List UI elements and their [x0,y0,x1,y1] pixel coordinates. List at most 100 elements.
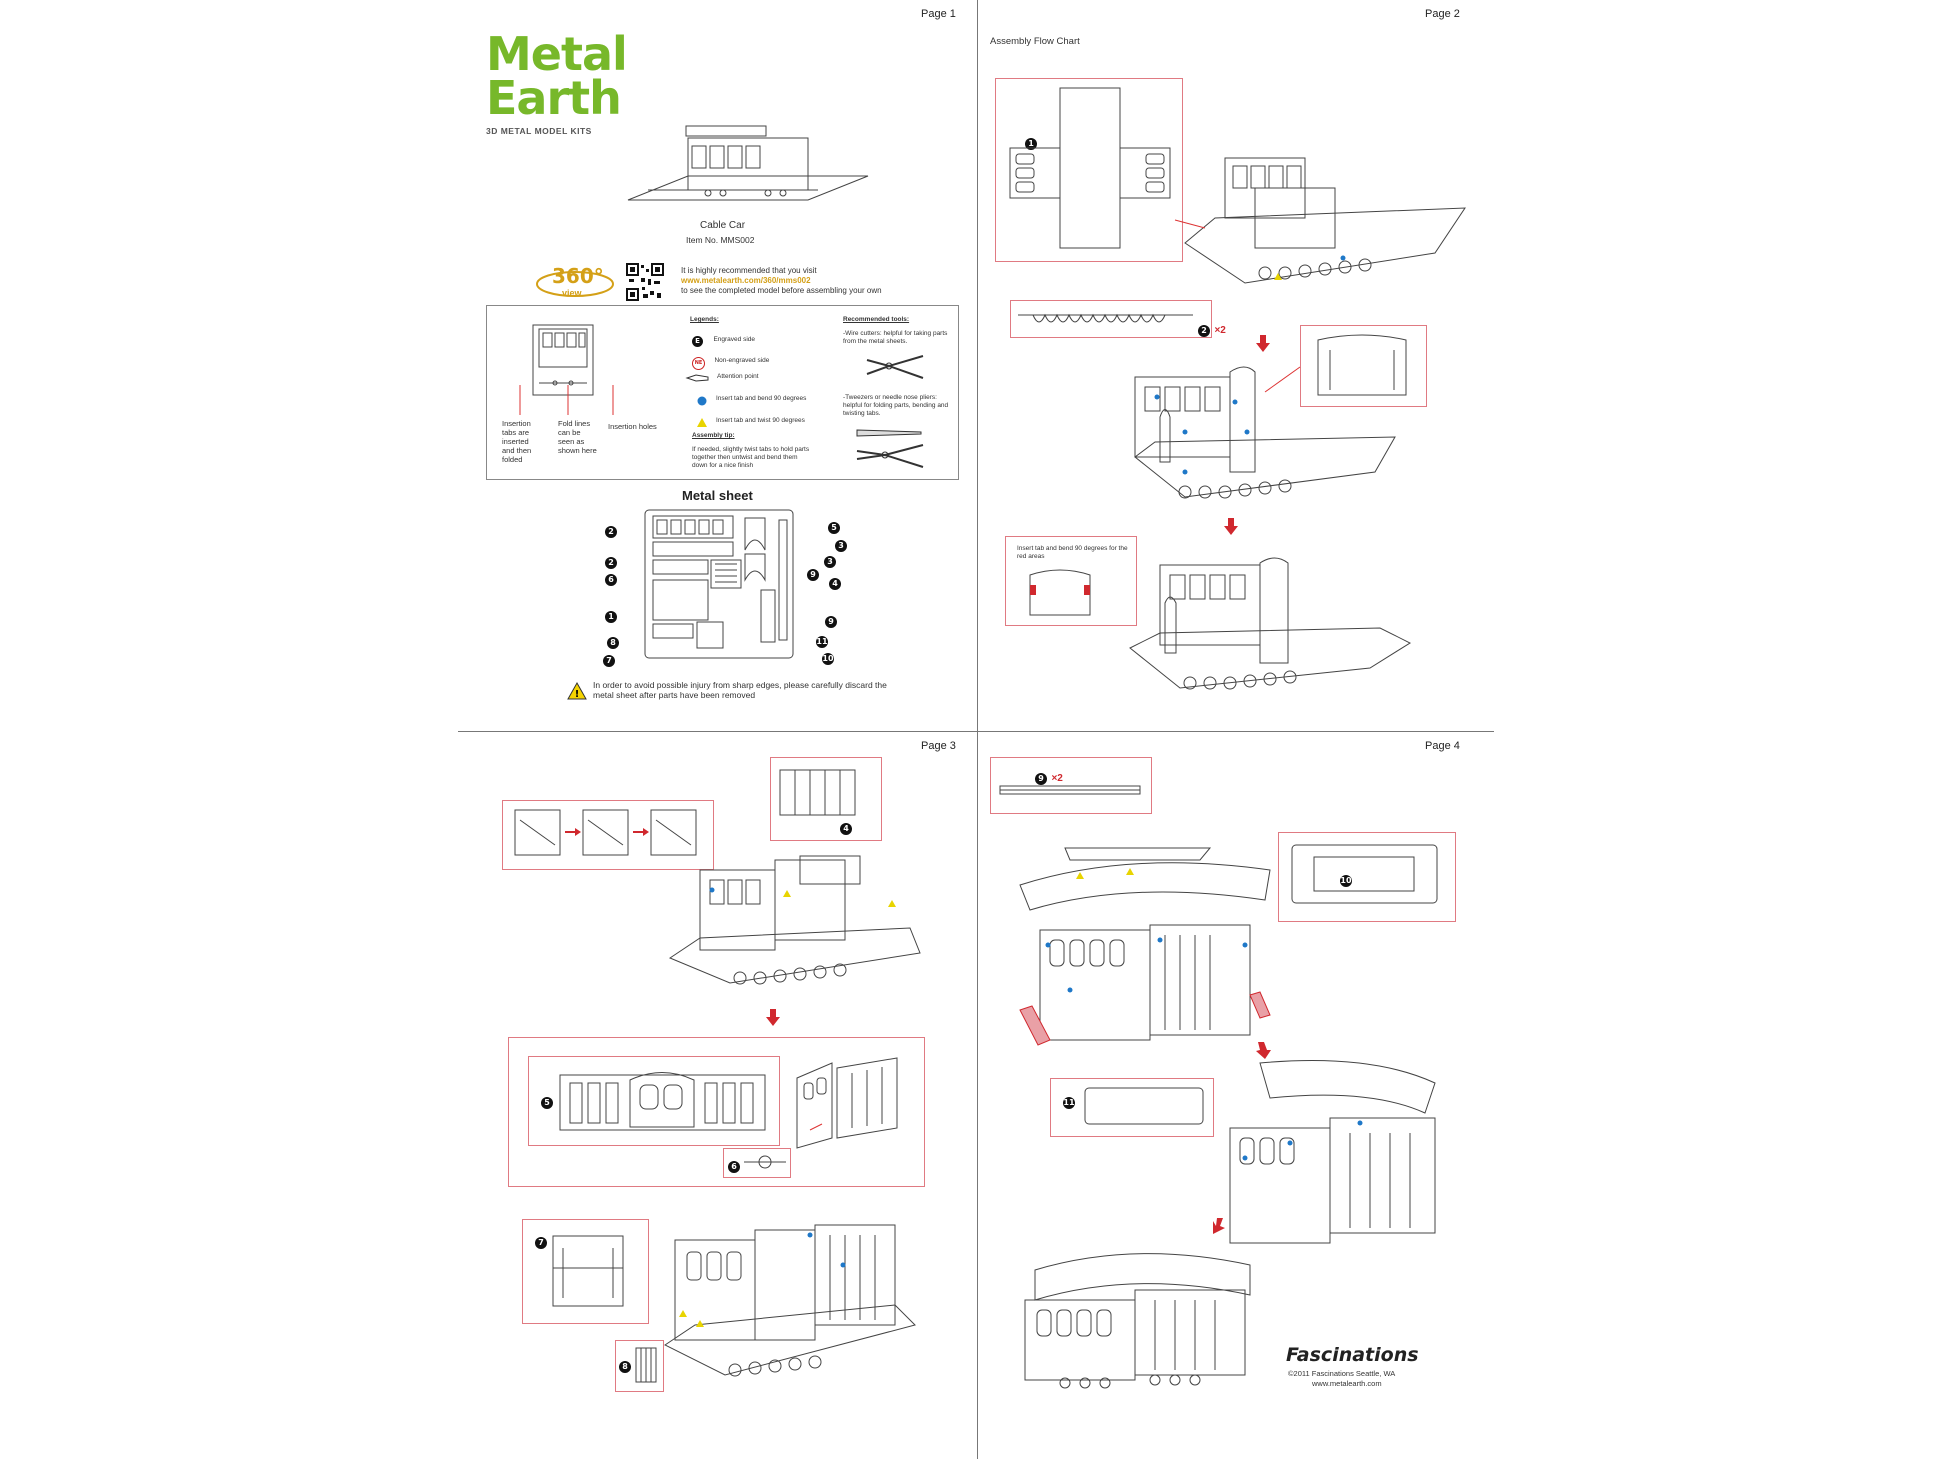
sheet-number-right: 3 [835,535,847,553]
warning-icon: ! [567,681,587,700]
badge-view-text: view [562,288,582,298]
legend-item-non-engraved: NE Non-engraved side [692,351,769,370]
step11-number: 11 [1063,1097,1075,1109]
step8-box [615,1340,664,1392]
model-name: Cable Car [700,220,746,231]
step7-part [552,1235,624,1307]
page-label-4: Page 4 [1425,740,1460,752]
view360-url-link[interactable]: www.metalearth.com/360/mms002 [681,276,811,285]
sheet-number-right: 3 [824,551,836,569]
sheet-number-left: 6 [605,569,617,587]
step7-number: 7 [535,1232,547,1250]
step5-part [559,1072,766,1131]
arrow-down-icon [1256,1042,1271,1059]
step2-assembled [1134,366,1396,499]
legend-bend-label: Insert tab and bend 90 degrees [716,395,807,402]
side-detail-part [1317,334,1407,396]
tools-title: Recommended tools: [843,316,910,323]
engraved-icon: E [692,336,703,347]
legend-insertion-holes: Insertion holes [608,422,657,431]
svg-text:!: ! [575,689,580,700]
view-360-badge: 360° view [534,262,616,302]
site-link[interactable]: www.metalearth.com [1312,1379,1382,1388]
non-engraved-icon: NE [692,357,705,370]
step2-number: 2 ×2 [1198,320,1226,338]
logo-tagline: 3D METAL MODEL KITS [486,126,592,136]
step10-part [1291,844,1438,904]
legend-title: Legends: [690,316,719,323]
page-divider-horizontal [458,731,1494,732]
tool-wire-cutters: -Wire cutters: helpful for taking parts … [843,330,948,345]
step8-number: 8 [619,1356,631,1374]
sheet-number-right: 10 [822,653,834,665]
assembly-tip-title: Assembly tip: [692,432,735,439]
page-label-1: Page 1 [921,8,956,20]
red-areas-note-box [1005,536,1137,626]
step10-box [1278,832,1456,922]
legend-engraved-label: Engraved side [713,336,756,343]
warning-text: In order to avoid possible injury from s… [593,680,887,700]
final-cable-car [1024,1253,1251,1389]
step1-number: 1 [1025,133,1037,151]
step4-number: 4 [840,818,852,836]
sheet-number-right: 4 [829,573,841,591]
step4-part [779,769,856,816]
step6-box [723,1148,791,1178]
sheet-number-right: 9 [807,564,819,582]
step11-part [1084,1087,1204,1125]
metal-sheet-diagram [644,509,794,659]
brand-logo: Metal Earth 3D METAL MODEL KITS [486,27,628,136]
step1-box [995,78,1183,262]
step11-assembled [1229,1060,1436,1244]
copyright-text: ©2011 Fascinations Seattle, WA [1288,1369,1396,1378]
step2-box [1010,300,1212,338]
step6-part [744,1155,786,1169]
view360-text1: It is highly recommended that you visit [681,266,817,275]
step10-number: 10 [1340,875,1352,887]
sheet-number-right: 9 [825,611,837,629]
legend-item-engraved: E Engraved side [692,330,755,348]
pliers-icon [856,444,924,468]
logo-line2: Earth [486,71,622,125]
assembly-tip-text: If needed, slightly twist tabs to hold p… [692,446,810,469]
model-item-number: Item No. MMS002 [686,235,755,245]
twist-steps-diagram [514,809,697,856]
step5-number: 5 [541,1092,553,1110]
arrow-down-icon [1224,518,1238,535]
step7-box [522,1219,649,1324]
blue-dot-icon [697,396,707,406]
legend-attention-label: Attention point [717,373,759,380]
legend-twist-label: Insert tab and twist 90 degrees [716,417,805,424]
sheet-number-right: 11 [816,636,828,648]
step9-box [990,757,1152,814]
sheet-number-left: 2 [605,552,617,570]
logo-line1: Metal [486,27,628,81]
legend-insertion-tabs: Insertion tabs are inserted and then fol… [502,419,532,464]
sheet-number-left: 1 [605,606,617,624]
step8-assembled [664,1224,916,1377]
step6-number: 6 [728,1156,740,1174]
legend-sample-part [532,324,594,396]
page-label-3: Page 3 [921,740,956,752]
sheet-number-left: 7 [603,650,615,668]
step5-assembled-side [796,1057,898,1149]
sheet-number-left: 2 [605,521,617,539]
legend-fold-lines: Fold lines can be seen as shown here [558,419,597,455]
yellow-triangle-icon [697,418,707,427]
publisher-logo: Fascinations [1286,1344,1419,1366]
step3-assembled [1129,557,1412,690]
step1-part-flat [1009,87,1171,249]
qr-code-icon[interactable] [626,263,664,301]
step9-part [999,785,1141,795]
step1-assembled-base [1174,157,1466,284]
legend-item-attention: Attention point [685,371,759,389]
red-areas-part [1029,569,1091,616]
legend-panel [486,305,959,480]
step8-part [635,1347,657,1383]
legend-leader-lines [519,385,614,415]
page-divider-vertical [977,0,978,1459]
legend-item-twist: Insert tab and twist 90 degrees [697,415,805,433]
page-label-2: Page 2 [1425,8,1460,20]
sheet-number-right: 5 [828,517,840,535]
flow-chart-title: Assembly Flow Chart [990,36,1080,47]
